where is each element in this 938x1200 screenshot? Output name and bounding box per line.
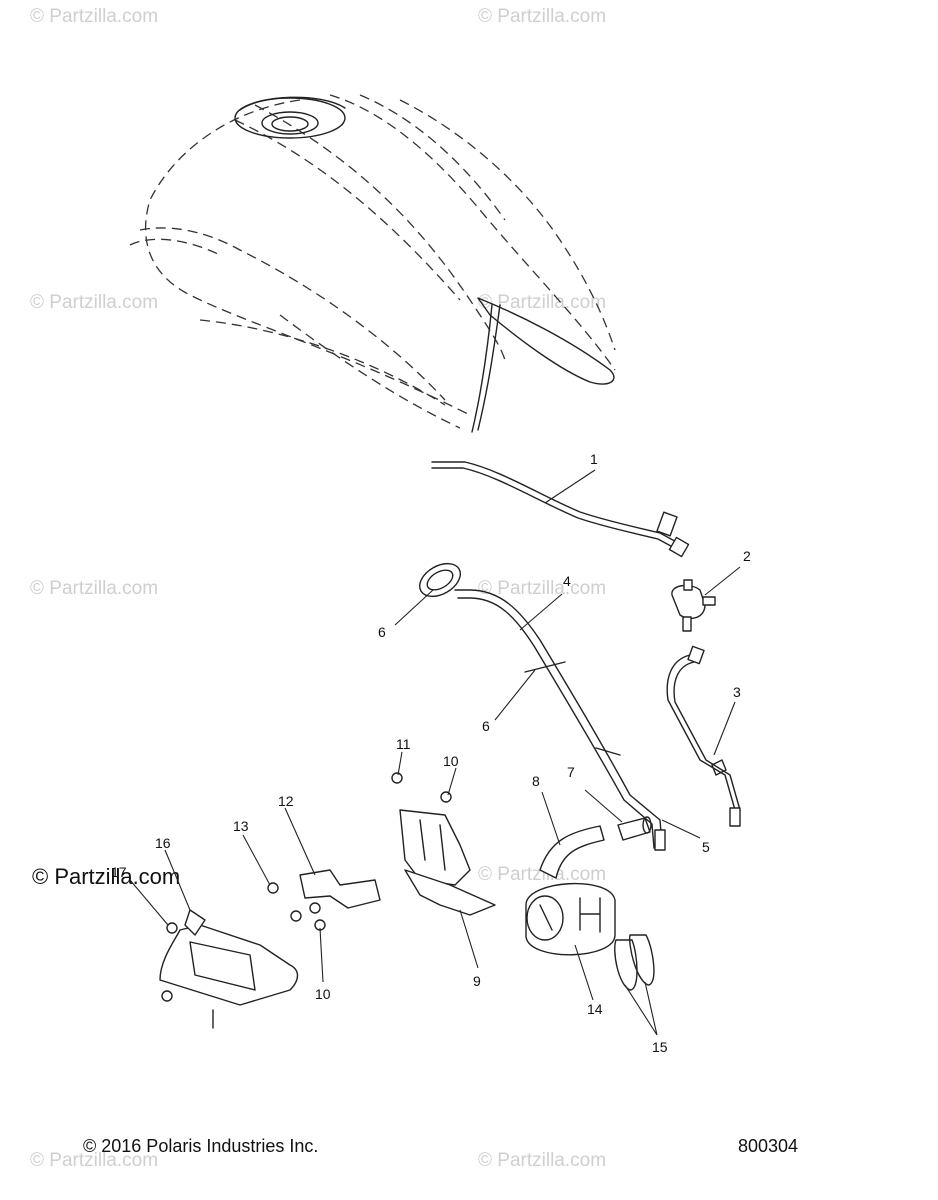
- leader-lines: [129, 469, 741, 1036]
- callout-17: 17: [111, 864, 127, 880]
- watermark-highlight: © Partzilla.com: [32, 864, 181, 889]
- watermark: © Partzilla.com: [30, 578, 159, 599]
- part-7-hose-sleeve: [617, 816, 652, 841]
- diagram-number: 800304: [738, 1136, 799, 1156]
- callout-14: 14: [587, 1001, 603, 1017]
- callout-labels: 1 2 3 4 5 6 6 7 8 9 10 10 11 12 13 14 15…: [111, 451, 751, 1055]
- copyright-text: © 2016 Polaris Industries Inc.: [83, 1136, 319, 1156]
- part-14-evap-canister: [525, 882, 616, 956]
- callout-3: 3: [733, 684, 741, 700]
- watermark: © Partzilla.com: [478, 292, 607, 313]
- callout-7: 7: [567, 764, 575, 780]
- part-8-curved-hose: [539, 825, 605, 879]
- callout-9: 9: [473, 973, 481, 989]
- callout-13: 13: [233, 818, 249, 834]
- callout-8: 8: [532, 773, 540, 789]
- callout-6: 6: [378, 624, 386, 640]
- callout-5: 5: [702, 839, 710, 855]
- watermark: © Partzilla.com: [478, 864, 607, 885]
- watermark: © Partzilla.com: [478, 6, 607, 27]
- callout-16: 16: [155, 835, 171, 851]
- callout-1: 1: [590, 451, 598, 467]
- callout-15: 15: [652, 1039, 668, 1055]
- callout-6: 6: [482, 718, 490, 734]
- part-1-vent-hose: [431, 461, 690, 558]
- fuel-tank-outline: [129, 94, 616, 433]
- callout-10: 10: [443, 753, 459, 769]
- part-9-canister-bracket: [399, 809, 496, 916]
- callout-10: 10: [315, 986, 331, 1002]
- watermark: © Partzilla.com: [30, 292, 159, 313]
- part-12-mounting-bracket: [299, 869, 381, 909]
- part-15-hose-clamps: [614, 934, 655, 991]
- part-3-vent-tube: [666, 645, 741, 827]
- callout-12: 12: [278, 793, 294, 809]
- callout-4: 4: [563, 573, 571, 589]
- watermark: © Partzilla.com: [30, 6, 159, 27]
- part-2-rollover-valve: [671, 579, 716, 632]
- callout-2: 2: [743, 548, 751, 564]
- watermark: © Partzilla.com: [30, 1150, 159, 1171]
- watermark: © Partzilla.com: [478, 578, 607, 599]
- callout-11: 11: [396, 736, 411, 752]
- watermark: © Partzilla.com: [478, 1150, 607, 1171]
- part-4-breather-hose: [419, 562, 666, 851]
- part-16-side-cover: [159, 909, 299, 1006]
